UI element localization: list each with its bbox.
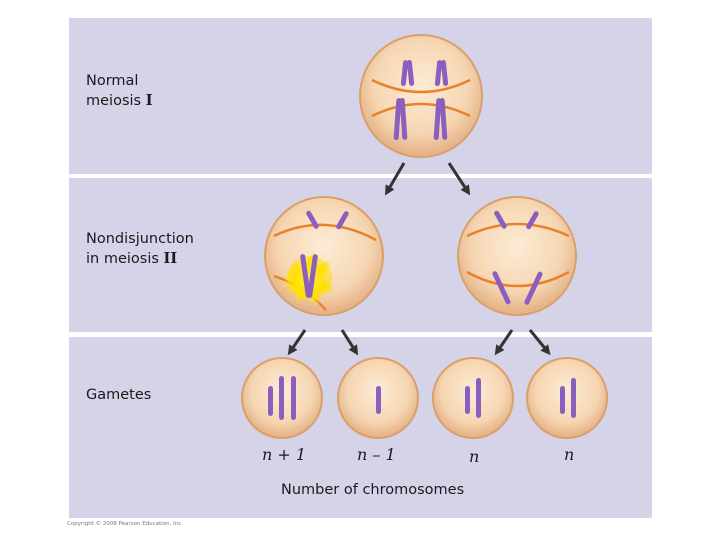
gamete-label-n-a: n	[469, 447, 480, 466]
spindle-fiber	[466, 222, 570, 238]
arrow-to-gamete-2	[340, 329, 359, 356]
parent-cell	[359, 34, 483, 158]
arrow-to-gamete-3	[494, 329, 514, 356]
copyright-text: Copyright © 2008 Pearson Education, Inc.	[67, 521, 183, 527]
gamete-n-minus-1	[337, 357, 419, 439]
arrow-to-gamete-4	[528, 329, 551, 356]
arrow-down-right	[447, 162, 471, 196]
roman-numeral-1: I	[145, 92, 153, 109]
chromatids-small	[494, 210, 539, 230]
spindle-fiber	[371, 102, 471, 118]
gamete-label-n-plus-1: n + 1	[262, 445, 307, 464]
label-normal-meiosis-1: Normal meiosis I	[86, 73, 153, 109]
arrow-down-left	[384, 162, 406, 196]
spindle-fiber	[466, 270, 570, 288]
gamete-n-plus-1	[241, 357, 323, 439]
chromosome-small-separating	[306, 210, 349, 230]
chromosome-nondisjoined	[300, 254, 318, 298]
arrow-to-gamete-1	[287, 329, 307, 356]
label-gametes: Gametes	[86, 387, 152, 403]
gamete-n-b	[526, 357, 608, 439]
axis-label: Number of chromosomes	[281, 482, 465, 498]
chromosome-pair-large	[393, 98, 448, 140]
gamete-n-a	[432, 357, 514, 439]
gamete-label-n-minus-1: n – 1	[357, 445, 396, 464]
roman-numeral-2: II	[163, 250, 178, 267]
daughter-cell-normal	[457, 196, 577, 316]
gamete-label-n-b: n	[564, 445, 575, 464]
chromosome-pair-small	[400, 60, 449, 86]
label-nondisjunction-meiosis-2: Nondisjunction in meiosis II	[86, 231, 194, 267]
spindle-fiber	[273, 223, 377, 242]
chromatids-large	[492, 271, 543, 305]
daughter-cell-nondisjunction	[264, 196, 384, 316]
spindle-fiber	[371, 78, 471, 94]
